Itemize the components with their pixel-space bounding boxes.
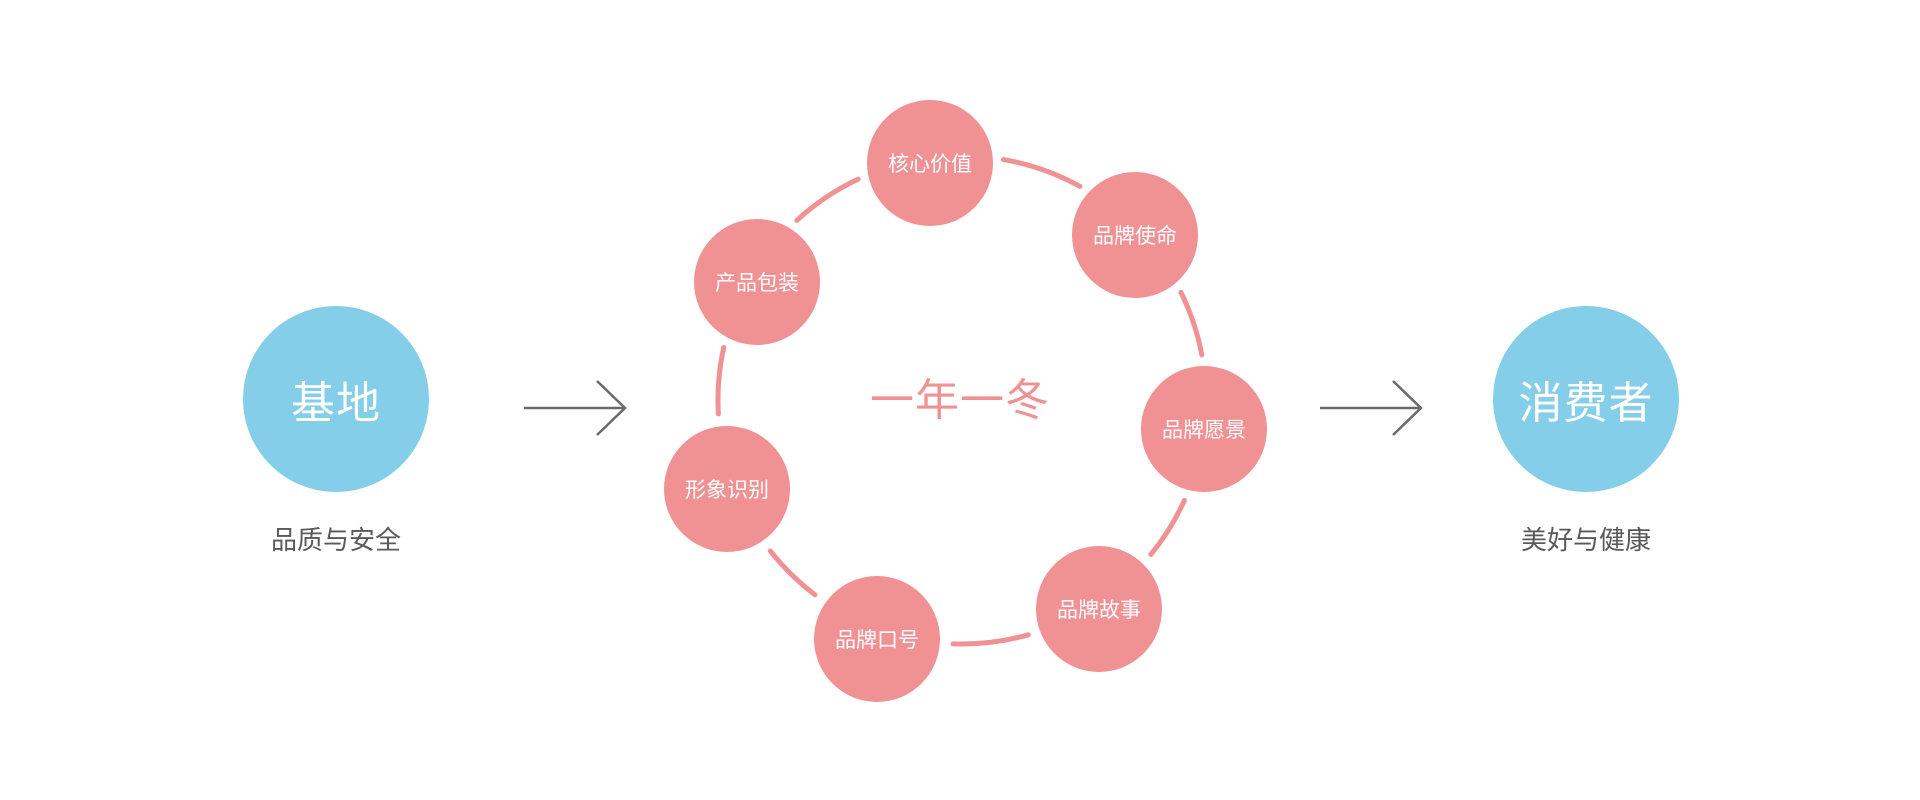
left-arrow-icon xyxy=(524,380,627,436)
node-brand-vision: 品牌愿景 xyxy=(1141,366,1267,492)
ring-arc xyxy=(794,176,861,223)
cycle-ring-arcs xyxy=(715,157,1205,647)
node-brand-vision-label: 品牌愿景 xyxy=(1162,418,1246,442)
base-node: 基地 xyxy=(243,306,429,492)
ring-arc xyxy=(1148,497,1187,557)
ring-arc xyxy=(767,548,818,598)
base-node-label: 基地 xyxy=(291,378,381,429)
ring-arc xyxy=(715,344,727,417)
node-visual-identity-label: 形象识别 xyxy=(685,478,769,502)
cycle-title: 一年一冬 xyxy=(870,375,1050,426)
node-brand-slogan: 品牌口号 xyxy=(814,576,940,702)
node-product-packaging-label: 产品包装 xyxy=(715,271,799,295)
ring-arc xyxy=(1000,157,1083,189)
consumer-node: 消费者 xyxy=(1493,306,1679,492)
node-product-packaging: 产品包装 xyxy=(694,219,820,345)
node-brand-slogan-label: 品牌口号 xyxy=(835,628,919,652)
node-brand-mission-label: 品牌使命 xyxy=(1093,224,1177,248)
consumer-node-label: 消费者 xyxy=(1518,378,1654,429)
consumer-caption: 美好与健康 xyxy=(1520,526,1651,556)
node-core-value-label: 核心价值 xyxy=(888,152,972,176)
node-core-value: 核心价值 xyxy=(867,100,993,226)
node-brand-mission: 品牌使命 xyxy=(1072,172,1198,298)
node-brand-story: 品牌故事 xyxy=(1036,546,1162,672)
ring-arc xyxy=(1178,289,1205,358)
base-caption: 品质与安全 xyxy=(270,526,401,556)
node-brand-story-label: 品牌故事 xyxy=(1057,598,1141,622)
right-arrow-icon xyxy=(1320,380,1423,436)
ring-arc xyxy=(950,632,1031,647)
node-visual-identity: 形象识别 xyxy=(664,426,790,552)
